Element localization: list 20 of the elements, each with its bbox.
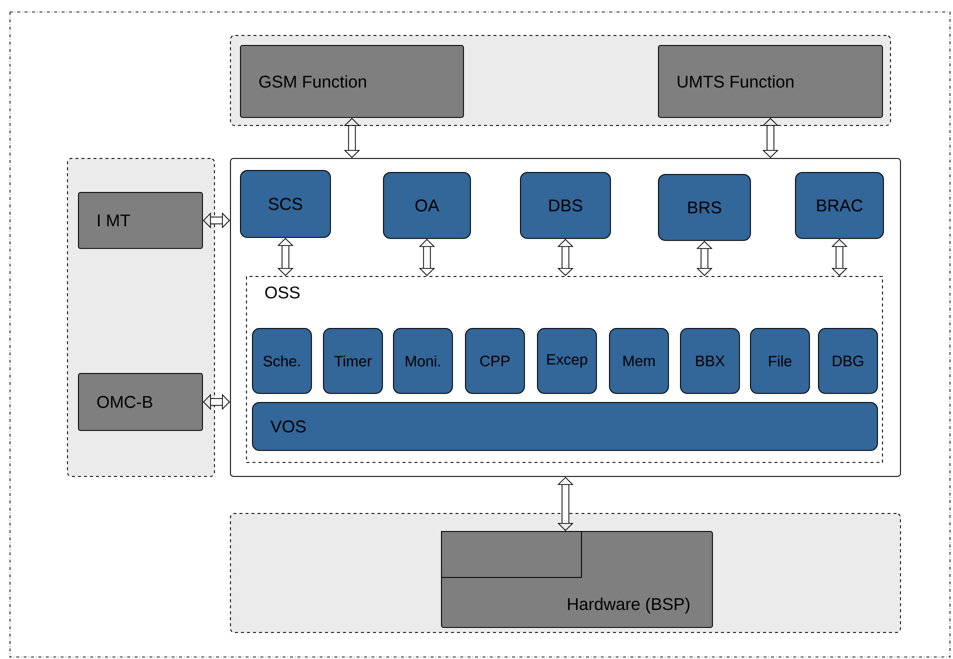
component-box: I MT	[78, 192, 203, 249]
module-box: SCS	[240, 170, 331, 238]
module-box: Timer	[323, 328, 383, 394]
component-box: GSM Function	[240, 45, 464, 118]
module-box: Excep	[537, 328, 597, 394]
module-box: Sche.	[252, 328, 312, 394]
module-box: BBX	[680, 328, 740, 394]
module-box: CPP	[465, 328, 525, 394]
module-box: Moni.	[393, 328, 453, 394]
module-box: DBG	[818, 328, 878, 394]
component-box: UMTS Function	[658, 45, 883, 118]
component-box: OMC-B	[78, 373, 203, 431]
module-box: DBS	[520, 172, 611, 239]
module-box: BRS	[658, 174, 751, 241]
module-box: OA	[383, 172, 471, 239]
module-box: VOS	[252, 402, 878, 451]
module-box: Mem	[609, 328, 669, 394]
module-box: BRAC	[795, 172, 884, 239]
component-box	[441, 531, 582, 578]
module-box: File	[750, 328, 810, 394]
